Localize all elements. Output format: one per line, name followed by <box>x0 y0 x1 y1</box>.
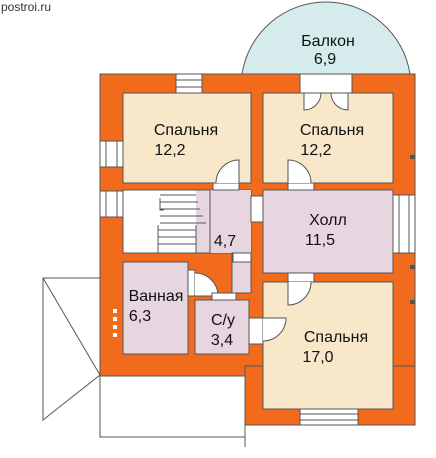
roof-lower-left <box>42 277 101 422</box>
hall-name: Холл <box>309 212 347 229</box>
bathroom-name: Ванная <box>129 288 184 305</box>
balcony-name: Балкон <box>301 33 355 50</box>
room-stair-hall-fill <box>196 190 251 253</box>
room-wc <box>194 299 250 355</box>
room-bathroom <box>122 261 189 355</box>
roof-lower-center <box>99 374 246 438</box>
room-bedroom-3 <box>262 281 394 410</box>
balcony-door <box>299 73 353 111</box>
staircase <box>157 189 211 254</box>
wc-name: С/у <box>211 312 235 329</box>
bedroom-3-area-value: 17,0 <box>302 349 333 366</box>
bedroom-2-name: Спальня <box>300 122 364 139</box>
bedroom-3-name: Спальня <box>304 329 368 346</box>
room-labels: Балкон 6,9 Спальня 12,2 Спальня 12,2 Хол… <box>129 33 369 366</box>
vent-marks <box>113 309 117 337</box>
interior-doors <box>187 159 315 345</box>
wc-area-value: 3,4 <box>211 332 233 349</box>
bedroom-1-name: Спальня <box>154 122 218 139</box>
bedroom-2-area-value: 12,2 <box>300 142 331 159</box>
bedroom-1-area-value: 12,2 <box>154 142 185 159</box>
bathroom-area-value: 6,3 <box>129 308 151 325</box>
balcony-area <box>241 1 411 75</box>
site-watermark: postroi.ru <box>1 0 52 14</box>
balcony-area-value: 6,9 <box>314 51 336 68</box>
wall-notches <box>410 155 415 304</box>
hall-area-value: 11,5 <box>305 232 335 249</box>
room-bedroom-2 <box>262 92 394 184</box>
windows <box>99 73 416 426</box>
room-hall <box>262 189 394 274</box>
stair-hall-area-value: 4,7 <box>214 233 236 250</box>
